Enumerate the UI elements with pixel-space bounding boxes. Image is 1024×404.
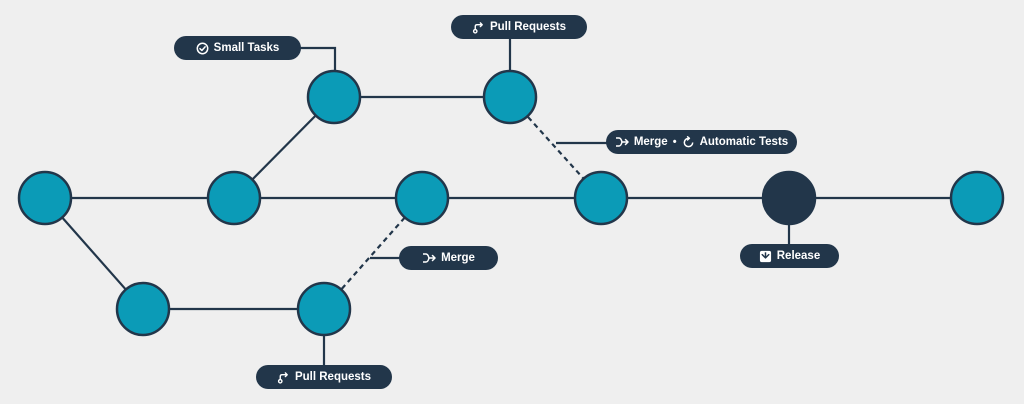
- commit-node-main-3: [394, 170, 450, 226]
- label-separator: •: [672, 136, 677, 148]
- commit-node-main-6: [949, 170, 1005, 226]
- label-pull-requests-top-text: Pull Requests: [489, 21, 567, 33]
- label-merge-only-text: Merge: [441, 252, 475, 264]
- label-release-text: Release: [776, 250, 821, 262]
- merge-icon: [615, 137, 629, 147]
- commit-node-bottom-2: [296, 281, 352, 337]
- merge-icon: [423, 253, 436, 263]
- commit-node-main-4: [573, 170, 629, 226]
- label-pull-requests-top: Pull Requests: [451, 15, 587, 39]
- label-merge-automatic-tests: Merge • Automatic Tests: [606, 130, 797, 154]
- label-merge: Merge: [399, 246, 498, 270]
- commit-node-top-1: [306, 69, 362, 125]
- edge-merge-bottom: [323, 197, 423, 310]
- connector-small-tasks: [300, 46, 337, 70]
- commit-node-bottom-1: [115, 281, 171, 337]
- label-small-tasks: Small Tasks: [174, 36, 301, 60]
- commit-node-top-2: [482, 69, 538, 125]
- inbox-icon: [759, 250, 771, 262]
- commit-node-main-1: [17, 170, 73, 226]
- label-merge-text: Merge: [633, 136, 668, 148]
- label-automatic-tests-text: Automatic Tests: [699, 136, 789, 148]
- release-node: [761, 170, 817, 226]
- label-pull-requests-bottom: Pull Requests: [256, 365, 392, 389]
- check-circle-icon: [196, 42, 209, 54]
- label-small-tasks-text: Small Tasks: [213, 42, 280, 54]
- label-pull-requests-bottom-text: Pull Requests: [294, 371, 372, 383]
- refresh-icon: [683, 135, 693, 147]
- pull-request-icon: [472, 21, 483, 34]
- pull-request-icon: [277, 371, 288, 384]
- label-release: Release: [740, 244, 839, 268]
- commit-node-main-2: [206, 170, 262, 226]
